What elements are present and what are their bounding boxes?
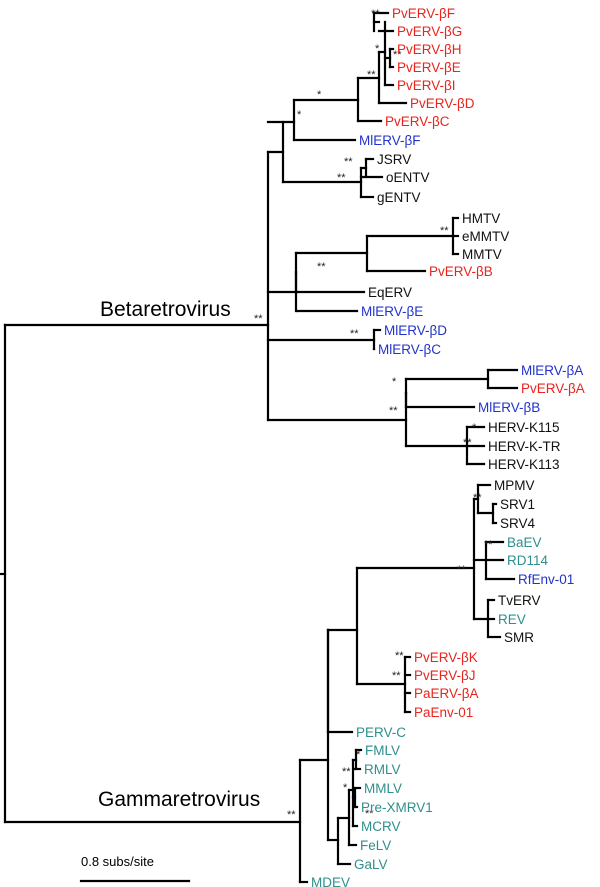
tip-label: BaEV — [507, 535, 542, 550]
support-value: ** — [365, 808, 374, 820]
tip-label: HMTV — [462, 211, 500, 226]
tip-label: MDEV — [311, 875, 350, 887]
tip-label: MlERV-βE — [361, 304, 423, 319]
tip-label: PvERV-βG — [397, 24, 462, 39]
tree-branches — [0, 11, 519, 884]
tip-label: MPMV — [494, 478, 535, 493]
support-values: ****************************************… — [254, 8, 493, 821]
support-value: ** — [484, 539, 493, 551]
support-value: * — [317, 89, 322, 101]
clade-label-betaretrovirus: Betaretrovirus — [100, 298, 231, 321]
tip-label: PaEnv-01 — [414, 705, 473, 720]
support-value: ** — [371, 8, 380, 20]
tip-label: JSRV — [377, 152, 411, 167]
tip-label: eMMTV — [462, 229, 509, 244]
support-value: * — [472, 422, 477, 434]
support-value: ** — [463, 437, 472, 449]
support-value: ** — [389, 405, 398, 417]
tip-label: PvERV-βK — [414, 650, 478, 665]
tip-label: MlERV-βF — [359, 133, 421, 148]
support-value: * — [343, 782, 348, 794]
support-value: ** — [287, 809, 296, 821]
support-value: * — [392, 376, 397, 388]
clade-label-gammaretrovirus: Gammaretrovirus — [98, 788, 260, 811]
tip-label: PaERV-βA — [414, 686, 479, 701]
scale-bar-label: 0.8 subs/site — [81, 854, 154, 869]
tip-label: PvERV-βF — [392, 6, 455, 21]
support-value: ** — [317, 261, 326, 273]
tip-label: GaLV — [354, 857, 388, 872]
support-value: ** — [344, 156, 353, 168]
tip-labels: PvERV-βF PvERV-βG PvERV-βH PvERV-βE PvERV-βI… — [311, 6, 585, 887]
support-value: ** — [367, 69, 376, 81]
scale-bar: 0.8 subs/site — [79, 854, 191, 883]
tip-label: HERV-K113 — [488, 457, 560, 472]
support-value: ** — [392, 670, 401, 682]
tip-label: PvERV-βE — [397, 60, 461, 75]
tip-label: PvERV-βI — [397, 78, 456, 93]
tip-label: PERV-C — [356, 725, 406, 740]
tip-label: PvERV-βA — [521, 381, 585, 396]
tip-label: EqERV — [368, 285, 412, 300]
tip-label: oENTV — [386, 170, 430, 185]
support-value: * — [356, 749, 361, 761]
tip-label: PvERV-βD — [410, 96, 475, 111]
tip-label: PvERV-βC — [385, 114, 450, 129]
tip-label: REV — [498, 612, 526, 627]
tip-label: SRV4 — [500, 516, 536, 531]
tip-label: RfEnv-01 — [518, 572, 574, 587]
support-value: * — [375, 43, 380, 55]
tip-label: RD114 — [507, 553, 549, 568]
tip-label: MlERV-βA — [521, 363, 583, 378]
tip-label: MlERV-βC — [378, 342, 441, 357]
tip-label: PvERV-βB — [429, 264, 493, 279]
support-value: ** — [395, 650, 404, 662]
support-value: ** — [337, 172, 346, 184]
tip-label: TvERV — [498, 593, 541, 608]
tip-label: MCRV — [361, 819, 401, 834]
tip-label: MMTV — [462, 247, 502, 262]
tip-label: Pre-XMRV1 — [361, 800, 433, 815]
tip-label: PvERV-βH — [397, 42, 462, 57]
tip-label: FeLV — [360, 838, 391, 853]
tip-label: SMR — [504, 630, 534, 645]
support-value: ** — [457, 564, 466, 576]
support-value: ** — [350, 328, 359, 340]
tip-label: MlERV-βD — [384, 323, 447, 338]
tip-label: HERV-K-TR — [488, 439, 561, 454]
tip-label: MlERV-βB — [478, 400, 540, 415]
tip-label: MMLV — [364, 781, 402, 796]
tip-label: gENTV — [377, 190, 421, 205]
tip-label: PvERV-βJ — [414, 668, 476, 683]
support-value: ** — [473, 492, 482, 504]
support-value: ** — [440, 225, 449, 237]
support-value: ** — [342, 766, 351, 778]
tip-label: SRV1 — [500, 497, 535, 512]
support-value: ** — [254, 313, 263, 325]
tip-label: FMLV — [365, 743, 400, 758]
support-value: ** — [393, 49, 402, 61]
support-value: * — [297, 109, 302, 121]
tip-label: RMLV — [364, 762, 401, 777]
tip-label: HERV-K115 — [488, 420, 560, 435]
